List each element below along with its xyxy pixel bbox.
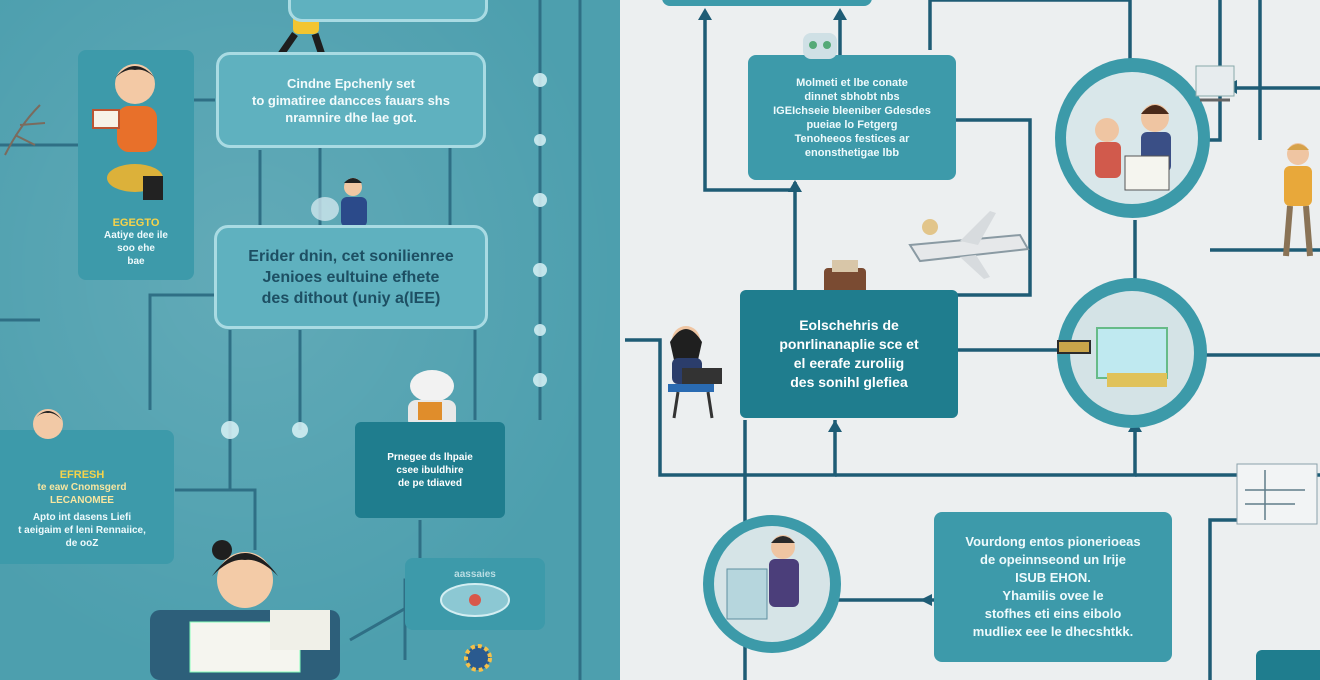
info-box-gadget: aassaies xyxy=(405,558,545,630)
info-box-right-middle-text: Eolschehris de ponrlinanaplie sce et el … xyxy=(779,317,919,390)
info-box-middle: Erider dnin, cet sonilienree Jenioes eul… xyxy=(214,225,488,329)
info-box-right-bottom-text: Vourdong entos pionerioeas de opeinnseon… xyxy=(965,534,1141,639)
circle-illustration-machine xyxy=(1057,278,1207,428)
blueprint-sketch-icon xyxy=(1235,460,1320,530)
airplane-illustration-icon xyxy=(900,205,1030,285)
info-box-gadget-text: aassaies xyxy=(454,568,496,580)
info-box-right-top: Molmeti et lbe conate dinnet sbhobt nbs … xyxy=(748,55,956,180)
circle-illustration-workshop xyxy=(1055,58,1210,218)
typewriter-icon xyxy=(820,258,870,298)
circle-illustration-technician xyxy=(703,515,841,653)
character-orange-shirt-figure xyxy=(85,58,175,208)
info-box-small-text: Prnegee ds lhpaie csee ibuldhire de pe t… xyxy=(387,451,473,489)
card-character-bottom-left: EFRESH te eaw Cnomsgerd LECANOMEE Apto i… xyxy=(0,430,174,564)
character-girl-reading-figure xyxy=(150,530,350,680)
character-woman-laptop-figure xyxy=(638,320,734,420)
character-small-blue-figure xyxy=(305,175,375,230)
gadget-icon xyxy=(440,582,510,617)
card1-body: Aatiye dee ile soo ehe bae xyxy=(104,230,168,267)
card2-title: EFRESH xyxy=(59,468,105,481)
card2-body: Apto int dasens Liefi t aeigaim ef leni … xyxy=(18,511,146,549)
info-box-right-bottom: Vourdong entos pionerioeas de opeinnseon… xyxy=(934,512,1172,662)
bottom-right-box-stub xyxy=(1256,650,1320,680)
card2-subtitle: te eaw Cnomsgerd LECANOMEE xyxy=(37,481,127,506)
branch-decoration-icon xyxy=(0,95,60,165)
info-box-top-text: Cindne Epchenly set to gimatiree dancces… xyxy=(252,75,450,125)
character-avatar-figure xyxy=(28,402,68,442)
robot-lamp-icon xyxy=(1190,60,1240,110)
info-box-right-middle: Eolschehris de ponrlinanaplie sce et el … xyxy=(740,290,958,418)
character-man-right-figure xyxy=(1270,140,1320,260)
info-box-small: Prnegee ds lhpaie csee ibuldhire de pe t… xyxy=(355,422,505,518)
gear-sun-icon xyxy=(460,640,496,676)
top-banner-box xyxy=(288,0,488,22)
top-box-stub xyxy=(662,0,872,6)
info-box-right-top-text: Molmeti et lbe conate dinnet sbhobt nbs … xyxy=(773,76,931,159)
robot-small-icon xyxy=(795,25,845,65)
info-box-top: Cindne Epchenly set to gimatiree dancces… xyxy=(216,52,486,148)
info-box-middle-text: Erider dnin, cet sonilienree Jenioes eul… xyxy=(248,247,454,307)
right-panel: Molmeti et lbe conate dinnet sbhobt nbs … xyxy=(620,0,1320,680)
left-panel: EGEGTO Aatiye dee ile soo ehe bae Cindne… xyxy=(0,0,620,680)
card1-title: EGEGTO xyxy=(112,217,160,229)
